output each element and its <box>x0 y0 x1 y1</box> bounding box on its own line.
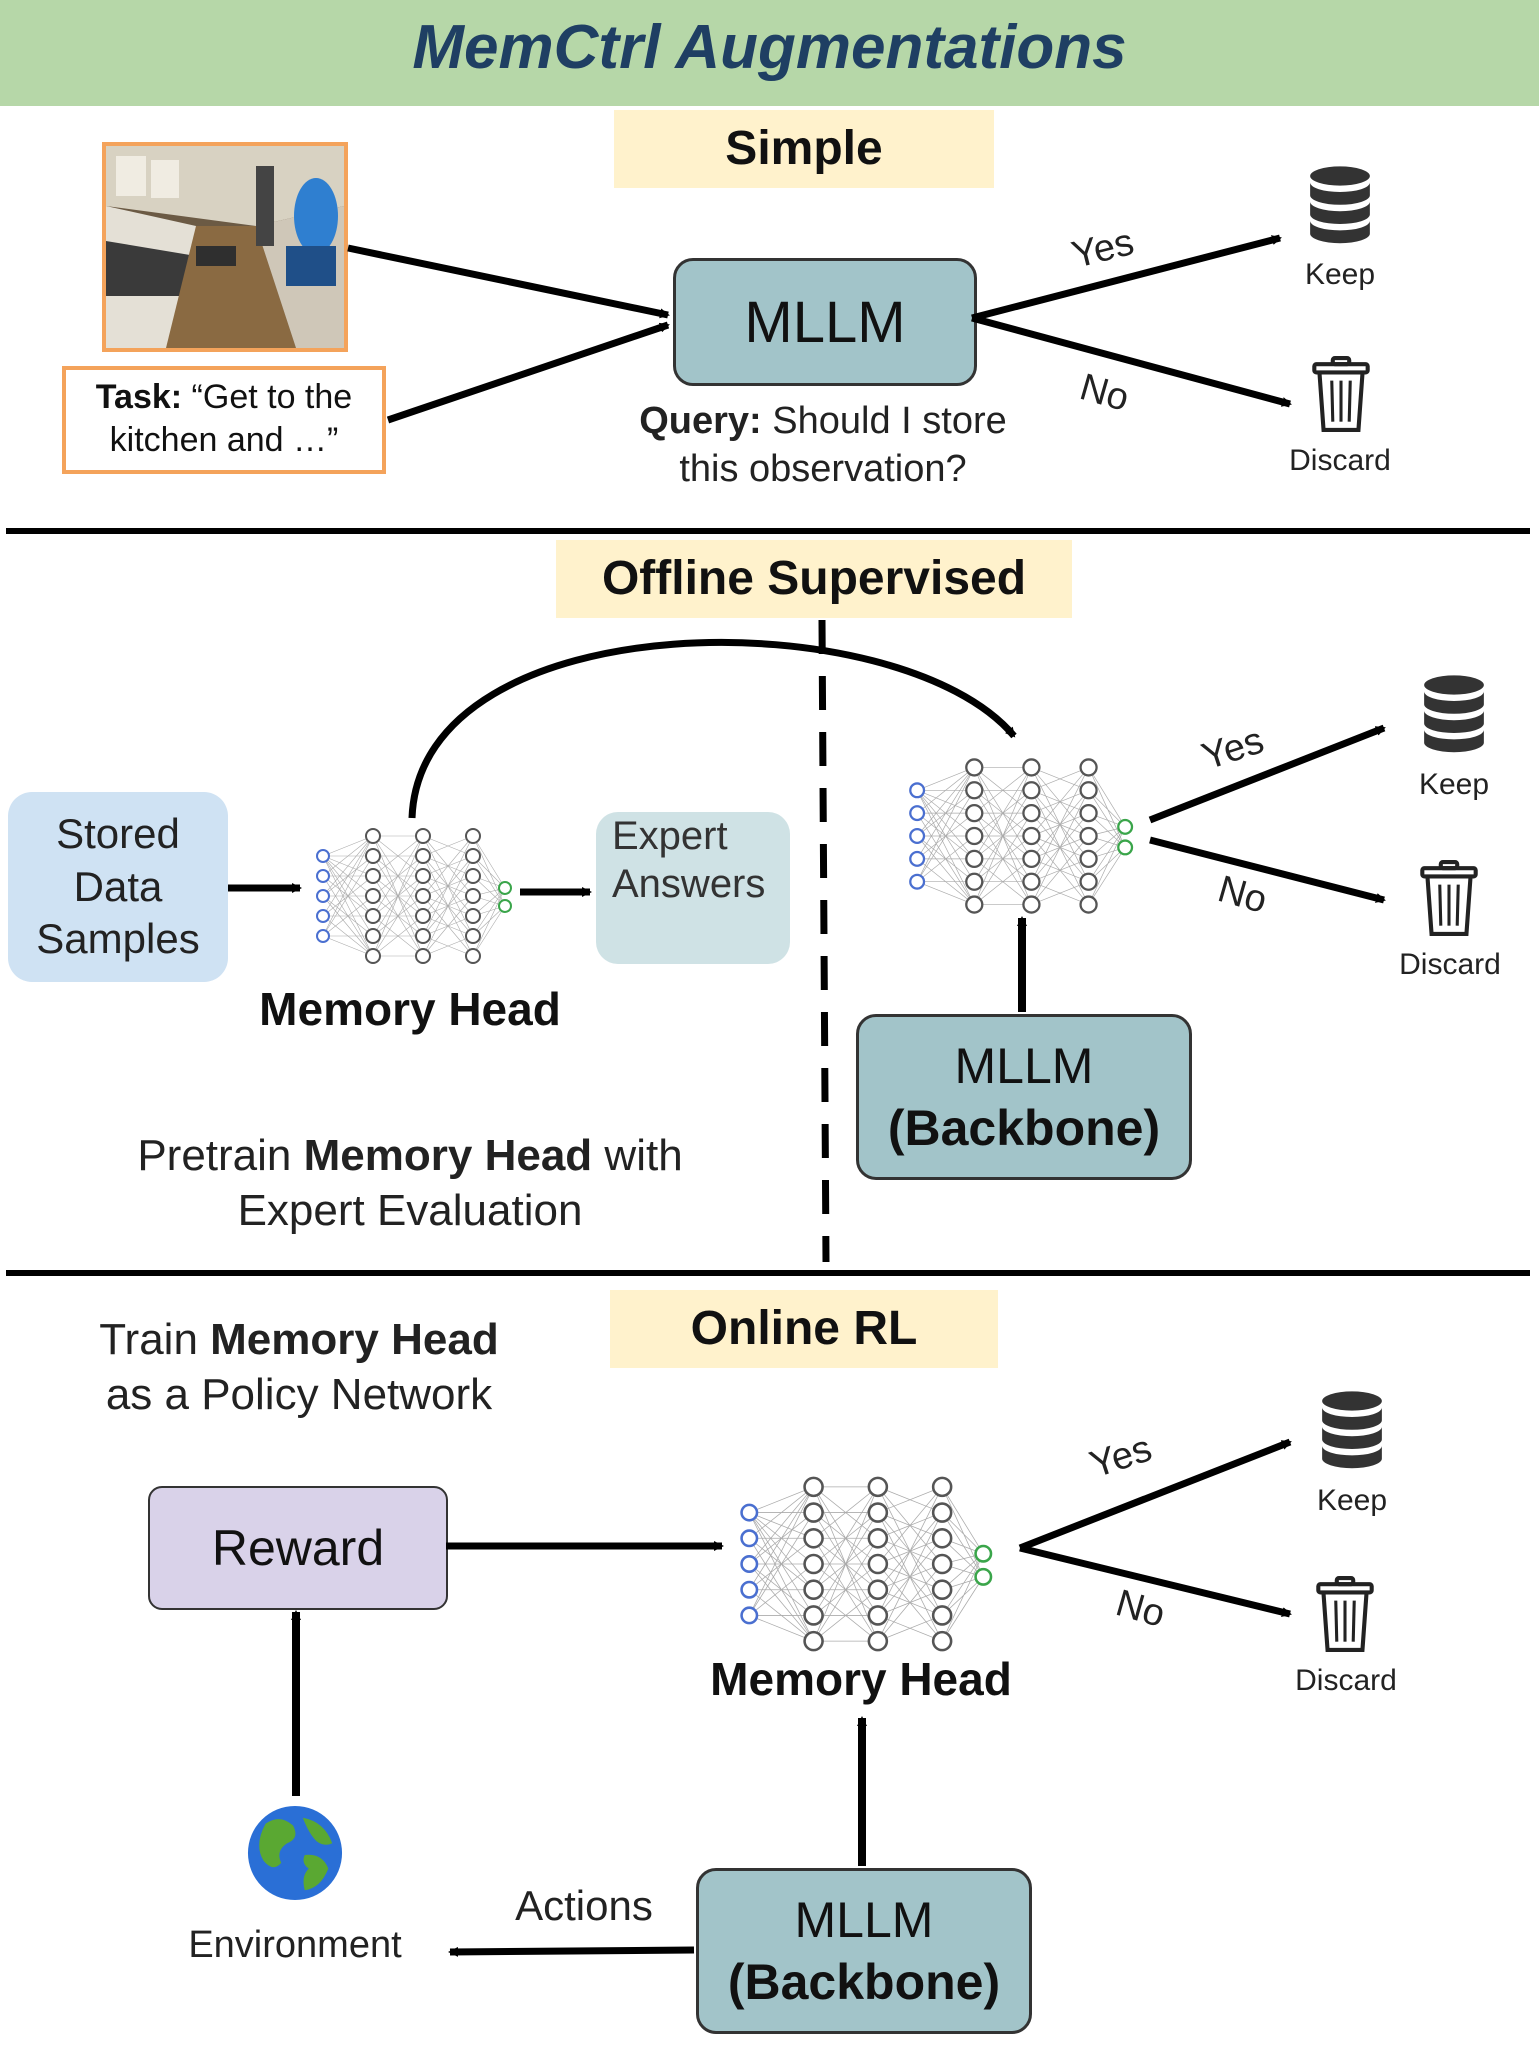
online-caption: Train Memory Head as a Policy Network <box>44 1312 554 1422</box>
expert-answers-box: Expert Answers <box>596 812 790 964</box>
mllm-backbone-box-online: MLLM (Backbone) <box>696 1868 1032 2034</box>
offline-caption-line2: Expert Evaluation <box>237 1186 583 1235</box>
actions-label: Actions <box>515 1882 653 1929</box>
query-prefix: Query: <box>639 400 762 442</box>
memory-head-label-offline: Memory Head <box>259 983 561 1035</box>
section-divider-1 <box>6 528 1530 534</box>
reward-box: Reward <box>148 1486 448 1610</box>
keep-label-simple: Keep <box>1304 258 1376 291</box>
task-text-line1: “Get to the <box>191 378 353 416</box>
discard-label-online: Discard <box>1295 1664 1397 1697</box>
task-box: Task: “Get to the kitchen and …” <box>62 366 386 474</box>
expert-line1: Expert <box>612 814 728 858</box>
environment-label: Environment <box>188 1924 402 1966</box>
task-text-line2: kitchen and …” <box>109 420 339 459</box>
stored-data-box: Stored Data Samples <box>8 792 228 982</box>
keep-label-online: Keep <box>1316 1484 1388 1517</box>
memory-head-label-online: Memory Head <box>710 1653 1012 1705</box>
expert-line2: Answers <box>612 862 766 906</box>
backbone-label-offline: (Backbone) <box>887 1100 1161 1156</box>
keep-label-offline: Keep <box>1418 768 1490 801</box>
trash-icon <box>1314 1576 1376 1654</box>
discard-label-offline: Discard <box>1399 948 1501 981</box>
task-prefix: Task: <box>95 378 183 416</box>
online-caption-bold: Memory Head <box>210 1315 499 1364</box>
stored-line3: Samples <box>36 915 200 963</box>
query-line2: this observation? <box>679 447 967 490</box>
discard-label-simple: Discard <box>1289 444 1391 477</box>
mllm-label-offline: MLLM <box>954 1037 1094 1094</box>
section-divider-2 <box>6 1270 1530 1276</box>
database-icon <box>1320 1390 1384 1476</box>
backbone-label-online: (Backbone) <box>727 1954 1001 2010</box>
title-banner <box>0 0 1539 106</box>
offline-caption: Pretrain Memory Head with Expert Evaluat… <box>80 1128 740 1238</box>
mllm-box-simple: MLLM <box>673 258 977 386</box>
query-caption: Query: Should I store this observation? <box>600 398 1046 493</box>
offline-caption-post: with <box>604 1131 683 1180</box>
online-caption-line2: as a Policy Network <box>105 1370 493 1419</box>
stored-line1: Stored <box>56 810 180 858</box>
online-caption-pre: Train <box>99 1315 198 1364</box>
query-line1: Should I store <box>772 400 1007 442</box>
offline-caption-pre: Pretrain <box>137 1131 292 1180</box>
globe-icon <box>247 1805 343 1901</box>
diagram-title: MemCtrl Augmentations <box>412 13 1127 82</box>
offline-caption-bold: Memory Head <box>303 1131 593 1180</box>
section-label-simple: Simple <box>614 110 994 188</box>
stored-line2: Data <box>73 862 163 910</box>
mllm-label-online: MLLM <box>794 1891 934 1948</box>
section-label-offline: Offline Supervised <box>556 540 1072 618</box>
mllm-backbone-box-offline: MLLM (Backbone) <box>856 1014 1192 1180</box>
section-label-online: Online RL <box>610 1290 998 1368</box>
